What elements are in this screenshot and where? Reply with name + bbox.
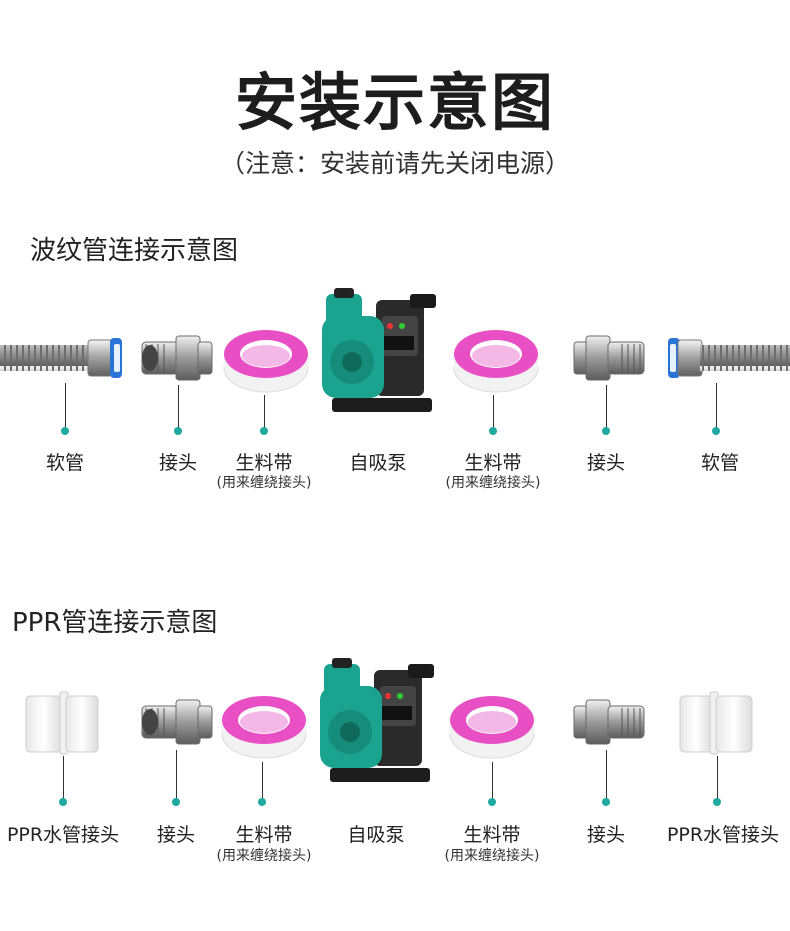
label-ppr-right: PPR水管接头 [666, 824, 780, 846]
note-tape-right-2: (用来缠绕接头) [444, 848, 540, 864]
note-tape-right: (用来缠绕接头) [445, 475, 541, 491]
label-fitting-right: 接头 [586, 452, 626, 474]
hose-icon [662, 336, 790, 382]
note-tape-left: (用来缠绕接头) [216, 475, 312, 491]
hose-icon [0, 336, 128, 382]
ppr-joint-icon [24, 690, 100, 756]
label-fitting-right-2: 接头 [586, 824, 626, 846]
label-pump-2: 自吸泵 [347, 824, 405, 846]
section-title-corrugated: 波纹管连接示意图 [30, 236, 239, 266]
tape-icon [448, 690, 536, 762]
tape-icon [222, 324, 310, 396]
label-hose-left: 软管 [45, 452, 85, 474]
label-tape-left-2: 生料带 [235, 824, 293, 846]
pump-icon [312, 656, 444, 788]
label-hose-right: 软管 [700, 452, 740, 474]
label-tape-right: 生料带 [464, 452, 522, 474]
label-tape-left: 生料带 [235, 452, 293, 474]
label-tape-right-2: 生料带 [463, 824, 521, 846]
section-title-ppr: PPR管连接示意图 [12, 608, 218, 638]
note-tape-left-2: (用来缠绕接头) [216, 848, 312, 864]
fitting-icon [138, 694, 216, 750]
fitting-icon [138, 330, 216, 386]
fitting-icon [570, 330, 648, 386]
label-fitting-left-2: 接头 [156, 824, 196, 846]
pump-icon [314, 286, 446, 418]
ppr-joint-icon [678, 690, 754, 756]
label-ppr-left: PPR水管接头 [6, 824, 120, 846]
tape-icon [220, 690, 308, 762]
label-pump: 自吸泵 [349, 452, 407, 474]
fitting-icon [570, 694, 648, 750]
tape-icon [452, 324, 540, 396]
page-subtitle: （注意：安装前请先关闭电源） [219, 149, 570, 178]
label-fitting-left: 接头 [158, 452, 198, 474]
page-title: 安装示意图 [234, 66, 555, 139]
